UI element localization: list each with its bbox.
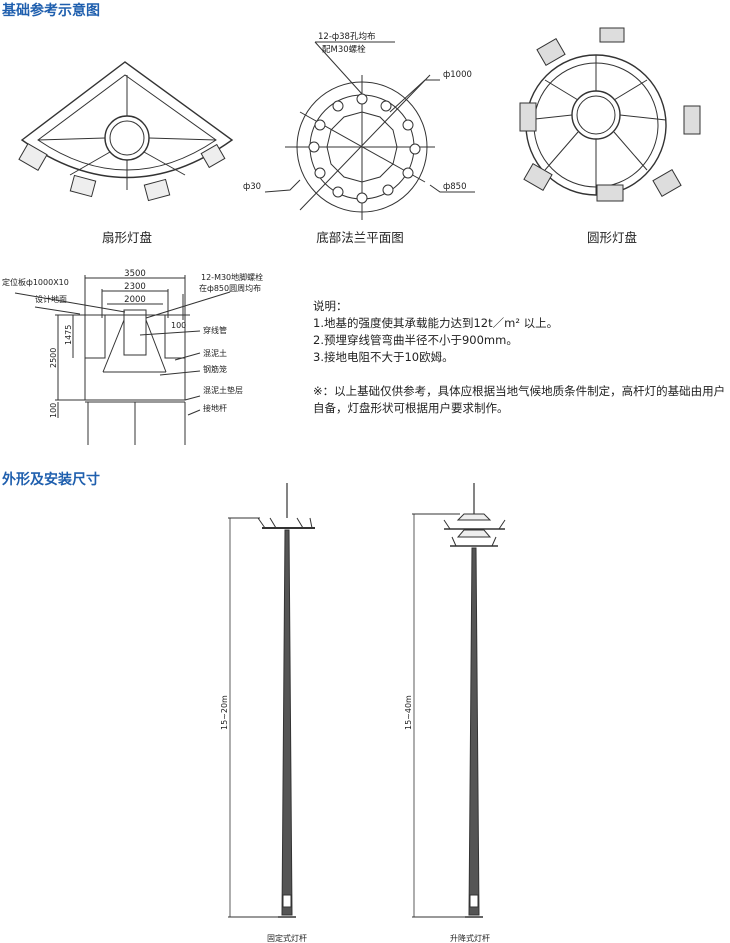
flange-plan [264,41,475,220]
dim-2300: 2300 [124,282,146,292]
label-cushion: 混泥土垫层 [203,385,243,395]
label-anchor-2: 在ф850圆周均布 [199,283,261,293]
note-item: 2.预埋穿线管弯曲半径不小于900mm。 [313,333,518,347]
label-ground-rod: 接地杆 [203,403,227,413]
section-title-dimensions: 外形及安装尺寸 [2,472,100,488]
pole-caption-fixed: 固定式灯杆 [267,933,307,943]
note-item: 1.地基的强度使其承载能力达到12t／m² 以上。 [313,316,559,330]
flange-d1000-label: ф1000 [443,70,472,80]
lifting-pole [412,483,506,918]
label-conduit: 穿线管 [203,325,227,335]
foundation-section [14,275,231,445]
circle-plate-caption: 圆形灯盘 [587,230,637,245]
flange-bolts-label: 配M30螺栓 [322,44,366,55]
notes-remark: ※：以上基础仅供参考，具体应根据当地气候地质条件制定，高杆灯的基础由用户自备，灯… [313,384,726,415]
circle-lamp-plate [519,27,701,202]
section-title-foundation: 基础参考示意图 [2,3,100,19]
dim-100-top: 100 [171,321,186,330]
label-plate: 定位板ф1000X10 [2,277,69,287]
fixed-pole [228,483,315,918]
pole-height-lifting: 15~40m [404,695,413,730]
pole-height-fixed: 15~20m [220,695,229,730]
label-rebar: 钢筋笼 [203,364,227,374]
label-ground: 设计地面 [35,294,67,304]
dim-2000: 2000 [124,295,146,305]
dim-2500: 2500 [49,348,58,368]
notes-heading: 说明： [313,299,348,313]
dim-3500: 3500 [124,269,146,279]
note-item: 3.接地电阻不大于10欧姆。 [313,350,454,364]
dim-100-bottom: 100 [49,403,58,418]
label-concrete: 混泥土 [203,348,227,358]
fan-plate-caption: 扇形灯盘 [102,230,152,245]
label-anchor-1: 12-M30地脚螺栓 [201,272,263,282]
flange-holes-label: 12-ф38孔均布 [318,31,375,42]
flange-caption: 底部法兰平面图 [316,230,404,245]
flange-d850-label: ф850 [443,182,467,192]
flange-d30-label: ф30 [243,182,261,192]
fan-lamp-plate [18,61,234,202]
notes: 说明： 1.地基的强度使其承载能力达到12t／m² 以上。 2.预埋穿线管弯曲半… [313,298,728,417]
dim-1475: 1475 [64,325,73,345]
pole-caption-lifting: 升降式灯杆 [450,933,490,943]
